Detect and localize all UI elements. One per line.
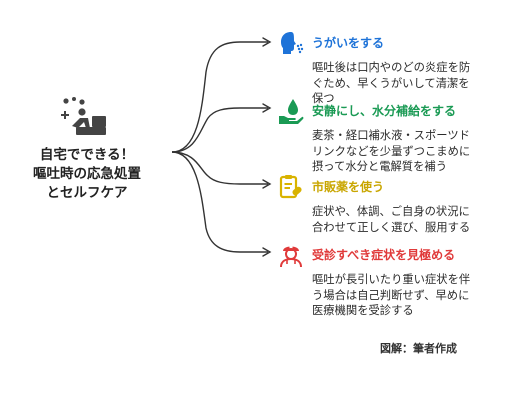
branch-3-line-1: 症状や、体調、ご自身の状況に <box>312 205 470 218</box>
center-title-line-2: 嘔吐時の応急処置 <box>33 166 141 182</box>
branch-3-title: 市販薬を使う <box>312 180 385 194</box>
branch-rest-hydrate: 安静にし、水分補給をする 麦茶・経口補水液・スポーツド リンクなどを少量ずつこま… <box>278 98 508 175</box>
branch-2-line-2: リンクなどを少量ずつこまめに <box>312 144 471 158</box>
mouth-rinse-icon <box>278 30 304 56</box>
branch-1-title: うがいをする <box>312 36 385 50</box>
connector-branch-2 <box>171 107 268 153</box>
branch-4-line-3: 医療機関を受診する <box>312 304 414 317</box>
arrowhead-4 <box>262 247 272 257</box>
connector-branch-4 <box>171 151 268 253</box>
branch-3-line-2: 合わせて正しく選び、服用する <box>312 220 471 234</box>
connector-branch-3 <box>171 151 268 185</box>
branch-1-line-3: 保つ <box>312 92 335 105</box>
center-topic: 自宅でできる！ 嘔吐時の応急処置 とセルフケア <box>12 146 162 203</box>
center-title-line-1: 自宅でできる！ <box>39 147 135 163</box>
branch-4-line-2: う場合は自己判断せず、早めに <box>312 288 470 302</box>
branch-see-doctor: 受診すべき症状を見極める 嘔吐が長引いたり重い症状を伴 う場合は自己判断せず、早… <box>278 242 508 319</box>
branch-otc-medicine: 市販薬を使う 症状や、体調、ご自身の状況に 合わせて正しく選び、服用する <box>278 174 508 235</box>
branch-3-description: 症状や、体調、ご自身の状況に 合わせて正しく選び、服用する <box>312 204 502 235</box>
doctor-icon <box>278 242 304 268</box>
clipboard-medicine-icon <box>278 174 304 200</box>
arrowhead-1 <box>262 37 272 47</box>
branch-gargle: うがいをする 嘔吐後は口内やのどの炎症を防 ぐため、早くうがいして清潔を 保つ <box>278 30 508 107</box>
branch-4-line-1: 嘔吐が長引いたり重い症状を伴 <box>312 273 471 286</box>
arrowhead-3 <box>262 179 272 189</box>
branch-1-description: 嘔吐後は口内やのどの炎症を防 ぐため、早くうがいして清潔を 保つ <box>312 60 502 107</box>
center-title-line-3: とセルフケア <box>46 185 128 201</box>
branch-1-line-2: ぐため、早くうがいして清潔を <box>312 76 470 90</box>
connector-branch-1 <box>171 41 268 153</box>
figure-credit: 図解：筆者作成 <box>380 342 457 355</box>
branch-4-description: 嘔吐が長引いたり重い症状を伴 う場合は自己判断せず、早めに 医療機関を受診する <box>312 272 502 319</box>
person-washing-hands-icon <box>56 96 112 136</box>
branch-2-line-1: 麦茶・経口補水液・スポーツド <box>312 129 470 142</box>
branch-2-description: 麦茶・経口補水液・スポーツド リンクなどを少量ずつこまめに 摂って水分と電解質を… <box>312 128 502 175</box>
branch-2-title: 安静にし、水分補給をする <box>312 104 457 118</box>
water-drop-hand-icon <box>278 98 304 124</box>
branch-4-title: 受診すべき症状を見極める <box>312 248 456 262</box>
arrowhead-2 <box>262 103 272 113</box>
branch-1-line-1: 嘔吐後は口内やのどの炎症を防 <box>312 61 471 74</box>
branch-2-line-3: 摂って水分と電解質を補う <box>312 160 447 173</box>
